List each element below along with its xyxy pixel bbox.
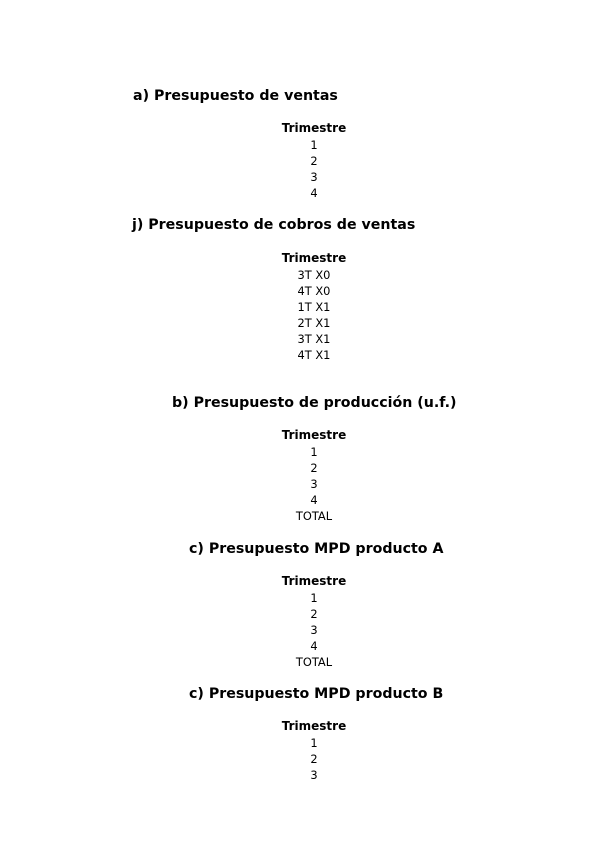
table-mpd-b: Trimestre 1 2 3 [254,719,374,783]
table-cell: 2 [310,461,318,475]
table-cobros: Trimestre 3T X0 4T X0 1T X1 2T X1 3T X1 … [254,251,374,363]
table-produccion: Trimestre 1 2 3 4 TOTAL [254,428,374,524]
table-cell: 3 [310,170,318,184]
section-title-mpd-a: c) Presupuesto MPD producto A [189,541,444,557]
table-cell: 1 [310,736,318,750]
table-cell: 2 [310,752,318,766]
column-header: Trimestre [281,121,347,135]
table-cell: 1T X1 [297,300,331,314]
table-cell: 3 [310,768,318,782]
table-cell: 4T X0 [297,284,331,298]
table-mpd-a: Trimestre 1 2 3 4 TOTAL [254,574,374,670]
section-title-ventas: a) Presupuesto de ventas [133,88,338,104]
table-ventas: Trimestre 1 2 3 4 [254,121,374,201]
table-cell: TOTAL [295,655,333,669]
column-header: Trimestre [281,428,347,442]
table-cell: 3 [310,623,318,637]
table-cell: 1 [310,445,318,459]
column-header: Trimestre [281,574,347,588]
column-header: Trimestre [281,251,347,265]
table-cell: 4 [310,639,318,653]
table-cell: TOTAL [295,509,333,523]
table-cell: 3T X0 [297,268,331,282]
section-title-cobros: j) Presupuesto de cobros de ventas [132,217,416,233]
section-title-mpd-b: c) Presupuesto MPD producto B [189,686,444,702]
table-cell: 1 [310,138,318,152]
table-cell: 2 [310,154,318,168]
table-cell: 3 [310,477,318,491]
table-cell: 2T X1 [297,316,331,330]
table-cell: 4 [310,493,318,507]
table-cell: 1 [310,591,318,605]
section-title-produccion: b) Presupuesto de producción (u.f.) [172,395,457,411]
table-cell: 4 [310,186,318,200]
column-header: Trimestre [281,719,347,733]
table-cell: 4T X1 [297,348,331,362]
table-cell: 3T X1 [297,332,331,346]
table-cell: 2 [310,607,318,621]
